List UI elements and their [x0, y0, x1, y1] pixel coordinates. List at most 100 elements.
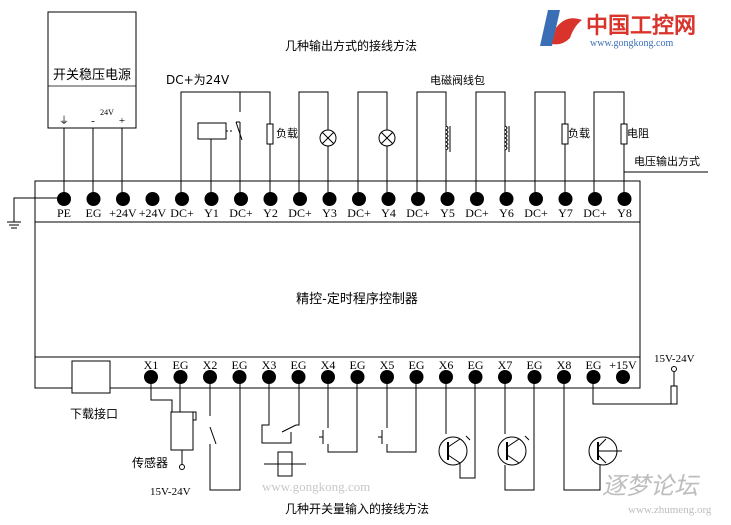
top-terminal-dot [588, 192, 602, 206]
center-watermark: www.gongkong.com [262, 479, 370, 494]
download-port [71, 360, 111, 394]
bottom-terminal-label: EG [468, 358, 484, 372]
bottom-terminal-label: X8 [557, 358, 572, 372]
bottom-terminal-label: X1 [144, 358, 159, 372]
top-terminal-dot [381, 192, 396, 206]
power-plus-label: + [119, 115, 125, 127]
bottom-terminal-label: EG [586, 358, 602, 372]
pe-ground-symbol [7, 197, 64, 229]
zhumeng-watermark: 逐梦论坛 www.zhumeng.org [602, 472, 712, 516]
top-terminal-dot [57, 192, 71, 206]
bottom-terminal-label: X7 [498, 358, 513, 372]
zhumeng-url-text: www.zhumeng.org [628, 504, 712, 516]
power-leads [63, 128, 123, 198]
bottom-terminal-label: EG [173, 358, 189, 372]
top-terminal-dot [440, 192, 455, 206]
top-terminal-dot [145, 192, 160, 206]
top-terminal-dot [263, 192, 278, 206]
load-y2 [266, 123, 274, 145]
top-terminal-dot [116, 192, 130, 206]
bottom-terminal-label: EG [291, 358, 307, 372]
power-minus-label: - [91, 115, 95, 127]
relay-coil [197, 122, 227, 140]
bottom-terminal-label: X2 [203, 358, 218, 372]
contact-x3 [281, 424, 297, 433]
resistor-y8 [620, 123, 628, 145]
solenoid-coil-y5 [444, 125, 449, 151]
plc-name: 精控-定时程序控制器 [296, 292, 418, 307]
bottom-terminal-label: EG [350, 358, 366, 372]
relay-loop-wire [180, 91, 241, 198]
phototransistor-x6 [438, 436, 468, 466]
bottom-terminal-label: EG [409, 358, 425, 372]
bottom-terminal-label: X6 [439, 358, 454, 372]
top-terminal-label: DC+ [465, 206, 489, 220]
top-terminal-label: Y4 [381, 206, 396, 220]
sensor-supply-label: 15V-24V [150, 486, 191, 498]
bottom-terminal-label: EG [527, 358, 543, 372]
right-supply-terminal [671, 366, 677, 372]
logo-slash-mark [540, 10, 560, 46]
input-wiring-title: 几种开关量输入的接线方法 [285, 501, 429, 516]
download-port-label: 下载接口 [70, 406, 118, 421]
gongkong-logo: 中国工控网 www.gongkong.com [540, 10, 696, 49]
top-terminal-dot [234, 192, 248, 206]
bottom-terminal-label: X4 [321, 358, 336, 372]
sensor-label: 传感器 [132, 455, 168, 470]
top-terminal-label: Y1 [204, 206, 219, 220]
bottom-terminal-label: X3 [262, 358, 277, 372]
top-terminal-label: Y2 [263, 206, 278, 220]
output-wiring-title: 几种输出方式的接线方法 [285, 38, 417, 53]
input-circuits [150, 366, 678, 491]
top-terminal-dot [529, 192, 543, 206]
plc-body: 精控-定时程序控制器 下载接口 [34, 180, 641, 421]
phototransistor-x7 [497, 436, 527, 466]
power-supply-name: 开关稳压电源 [53, 67, 131, 83]
top-terminal-label: Y3 [322, 206, 337, 220]
sensor-signal-wire [150, 377, 173, 412]
logo-swoosh-mark [552, 18, 582, 45]
top-terminal-dot [411, 192, 425, 206]
top-terminal-dot [86, 192, 101, 206]
top-terminal-label: +24V [139, 206, 167, 220]
voltage-output-label: 电压输出方式 [634, 154, 700, 168]
top-terminal-dot [499, 192, 514, 206]
load-y7-label: 负载 [568, 126, 590, 140]
top-terminal-dot [470, 192, 484, 206]
plc-outline [34, 180, 641, 389]
switch-x2 [209, 426, 217, 445]
top-terminal-dot [322, 192, 337, 206]
top-terminal-dot [204, 192, 219, 206]
power-supply: 开关稳压电源 ⏚ - 24V + [47, 11, 137, 129]
load-y7 [561, 123, 569, 145]
sensor-supply-terminal [179, 464, 185, 470]
bottom-terminal-label: +15V [609, 358, 637, 372]
top-terminal-label: DC+ [347, 206, 371, 220]
top-terminal-label: DC+ [288, 206, 312, 220]
top-terminal-dot [293, 192, 307, 206]
power-supply-box [47, 11, 137, 129]
top-terminal-dot [175, 192, 189, 206]
top-terminal-label: EG [86, 206, 102, 220]
top-terminal-label: DC+ [229, 206, 253, 220]
load-y2-label: 负载 [276, 126, 298, 140]
bottom-terminal-label: EG [232, 358, 248, 372]
resistor-label: 电阻 [627, 127, 649, 140]
solenoid-coil-y6 [503, 125, 508, 151]
top-terminal-label: DC+ [170, 206, 194, 220]
output-circuits [180, 91, 708, 198]
sensor-box [170, 411, 194, 451]
top-terminal-label: +24V [109, 206, 137, 220]
dc-24v-note: DC+为24V [166, 73, 230, 87]
top-terminal-dot [617, 192, 632, 206]
top-terminal-dot [352, 192, 366, 206]
right-supply-label: 15V-24V [654, 353, 695, 365]
zhumeng-chinese-text: 逐梦论坛 [602, 472, 701, 500]
top-terminal-label: Y8 [617, 206, 632, 220]
relay-contact [235, 121, 243, 141]
logo-url-text: www.gongkong.com [590, 38, 673, 49]
top-terminal-label: Y5 [440, 206, 455, 220]
